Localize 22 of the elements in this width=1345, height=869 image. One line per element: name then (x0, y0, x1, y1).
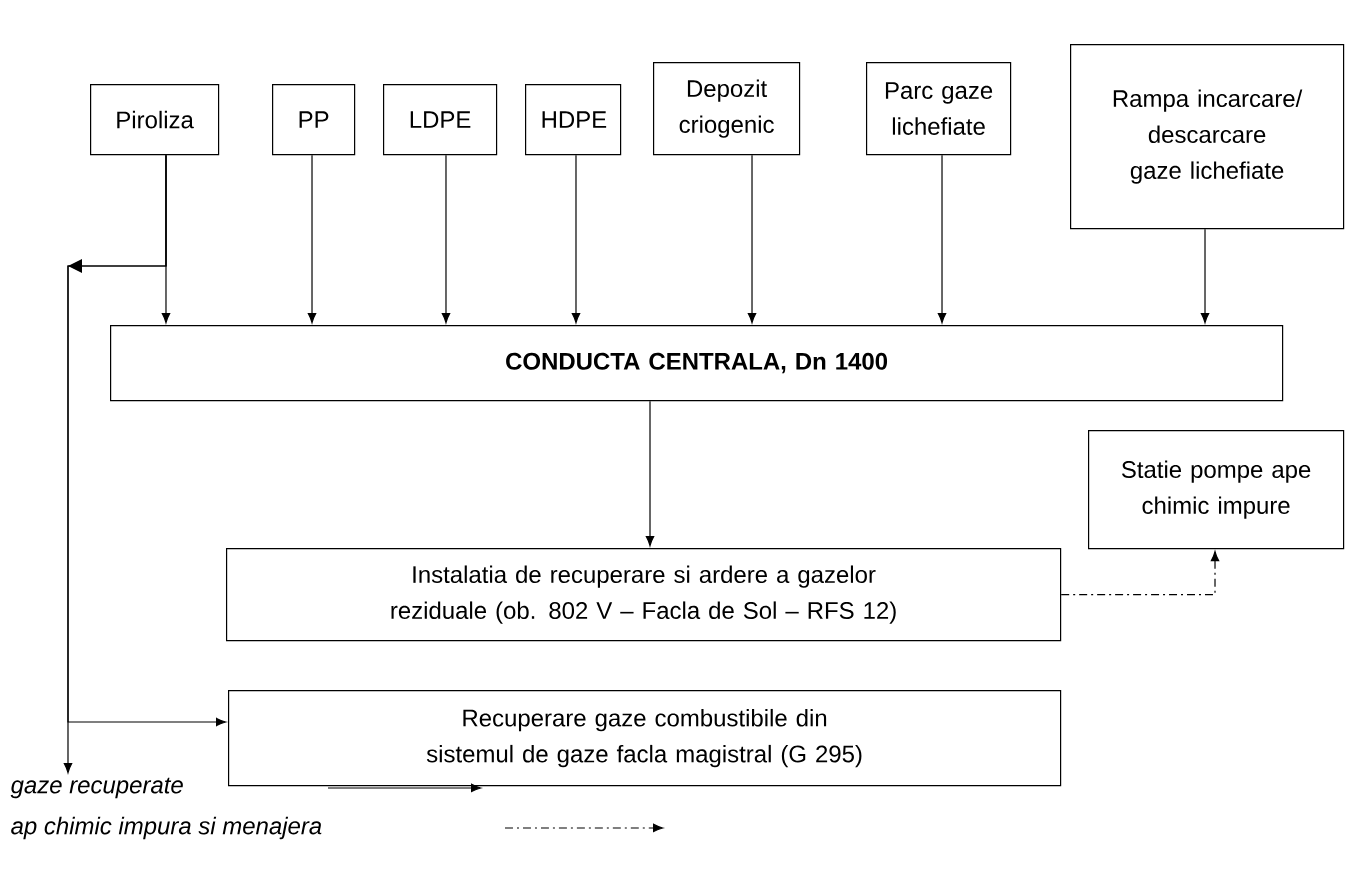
legend-text: ap chimic impura si menajera (11, 816, 322, 840)
process-box: Recuperare gaze combustibile din sistemul de gaze facla magistral (G 295) (228, 690, 1062, 787)
legend-text: gaze recuperate (10, 777, 183, 799)
unit-box: HDPE (525, 84, 622, 156)
arrow (937, 154, 947, 324)
unit-box: PP (272, 84, 356, 156)
unit-box: Statie pompe ape chimic impure (1088, 430, 1345, 550)
arrow (571, 154, 581, 324)
unit-box: Piroliza (90, 84, 220, 156)
arrow (307, 154, 317, 324)
branch-arrow (63, 154, 167, 774)
unit-box: Rampa incarcare/ descarcare gaze lichefiate (1070, 44, 1345, 230)
pipeline-box: CONDUCTA CENTRALA, Dn 1400 (110, 325, 1284, 402)
arrow (747, 154, 757, 324)
unit-box: Depozit criogenic (653, 62, 801, 156)
arrow (645, 400, 655, 547)
unit-box: Parc gaze lichefiate (866, 62, 1012, 156)
arrow (441, 154, 451, 324)
unit-box: LDPE (383, 84, 498, 156)
process-box: Instalatia de recuperare si ardere a gazelor reziduale (ob. 802 V – Facla de Sol – RFS 12) (226, 548, 1062, 642)
arrow (1200, 228, 1210, 324)
arrow (1060, 550, 1220, 596)
